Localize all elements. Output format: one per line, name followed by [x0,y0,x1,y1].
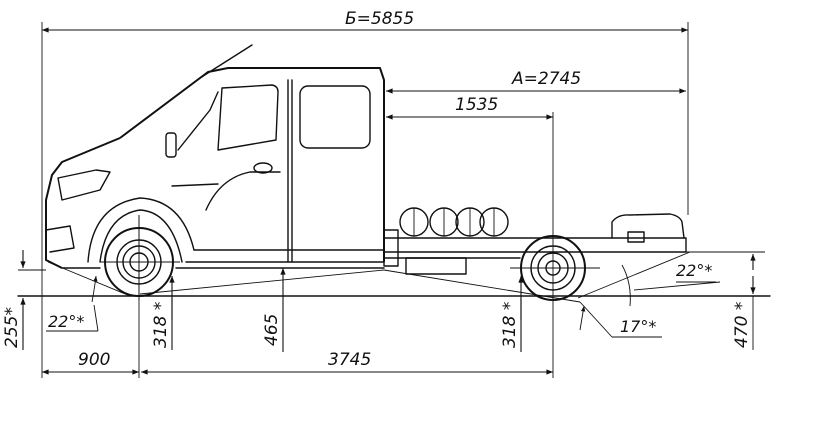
rear-overhang-label: A=2745 [511,69,581,89]
mid-clearance-label: 465 [262,314,282,346]
cab [45,44,385,269]
ramp-angle [139,269,662,338]
wheelbase-label: 3745 [328,350,371,370]
departure-angle-label: 22°* [676,261,712,280]
overall-length-label: Б=5855 [345,9,414,29]
rear-axle-clearance-label: 318 * [500,302,520,348]
chassis-frame [383,207,687,275]
approach-angle-label: 22°* [48,312,84,331]
rear-frame-height-label: 470 * [732,302,752,348]
front-axle-clearance-label: 318 * [151,302,171,348]
front-wheel [100,215,180,300]
departure-angle [577,251,721,307]
frame-offset-label: 1535 [455,95,498,115]
front-clearance-label: 255* [2,307,22,348]
ramp-angle-label: 17°* [620,317,656,336]
rear-wheel [510,235,600,301]
front-overhang-label: 900 [78,350,110,370]
